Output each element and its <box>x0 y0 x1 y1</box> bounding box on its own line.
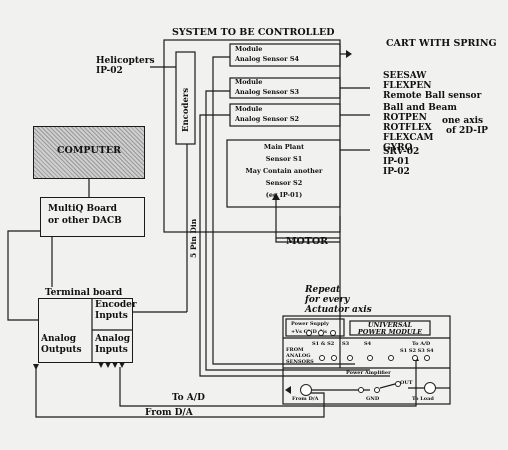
repeat-note-2: for every <box>305 295 350 305</box>
upm-to-load: To Load <box>412 396 434 402</box>
upm-s1s2-jack-2 <box>331 355 337 361</box>
upm-power-amplifier: Power Amplifier <box>346 370 391 376</box>
seesaw-label: SEESAW <box>383 71 427 81</box>
module-s2-sensor: Analog Sensor S2 <box>235 115 300 123</box>
signal-to-ad: To A/D <box>172 393 205 403</box>
upm-ad-jack-1 <box>412 355 418 361</box>
main-plant-line-1: Main Plant <box>263 143 305 151</box>
upm-frame <box>282 315 451 405</box>
upm-power-supply: Power Supply <box>291 321 329 327</box>
upm-to-ad: To A/D <box>412 341 431 347</box>
remote-ball-label: Remote Ball sensor <box>383 91 482 101</box>
module-s3-title: Module <box>235 78 263 86</box>
main-plant-line-2: Sensor S1 <box>265 155 303 163</box>
cart-label: CART WITH SPRING <box>386 38 497 49</box>
upm-gnd: GND <box>366 396 380 402</box>
ip01-label: IP-01 <box>383 157 410 167</box>
flexcam-label: FLEXCAM <box>383 133 434 143</box>
upm-vs-plus-knob <box>306 330 312 336</box>
upm-to-ad-channels: S1 S2 S3 S4 <box>400 348 434 354</box>
repeat-note-3: Actuator axis <box>305 305 372 315</box>
upm-to-load-jack <box>424 382 436 394</box>
flexpen-label: FLEXPEN <box>383 81 432 91</box>
main-plant-line-4: Sensor S2 <box>265 179 303 187</box>
upm-s4-jack <box>367 355 373 361</box>
ip02-label: IP-02 <box>383 167 410 177</box>
main-plant-line-3: May Contain another <box>245 167 323 175</box>
upm-channel-s1s2: S1 & S2 <box>312 341 335 347</box>
upm-vs-minus-knob <box>330 330 336 336</box>
ball-beam-label: Ball and Beam <box>383 103 457 113</box>
upm-from-2: ANALOG <box>286 353 311 359</box>
upm-title-1: UNIVERSAL <box>367 321 413 329</box>
system-title: SYSTEM TO BE CONTROLLED <box>172 27 335 38</box>
encoders-label: Encoders <box>181 87 191 132</box>
module-s4-title: Module <box>235 45 263 53</box>
upm-amp-jack-2 <box>374 387 380 393</box>
gyro-label: GYRO <box>383 143 413 153</box>
analog-outputs-line-2: Outputs <box>41 345 82 355</box>
upm-s4b-jack <box>388 355 394 361</box>
computer-box: COMPUTER <box>33 126 145 179</box>
multiq-line-2: or other DACB <box>48 216 122 226</box>
main-plant-line-5: (eg IP-01) <box>265 191 303 199</box>
upm-title-2: POWER MODULE <box>357 328 423 336</box>
module-s4-sensor: Analog Sensor S4 <box>235 55 300 63</box>
multiq-line-1: MultiQ Board <box>48 204 117 214</box>
module-s3-sensor: Analog Sensor S3 <box>235 88 300 96</box>
rotflex-label: ROTFLEX <box>383 123 432 133</box>
upm-channel-s3: S3 <box>342 341 350 347</box>
upm-from-da-jack <box>300 384 312 396</box>
helicopters-ip02-label: IP-02 <box>96 66 123 76</box>
upm-out-jack <box>395 381 401 387</box>
srv02-label: SRV-02 <box>383 147 420 157</box>
upm-from-3: SENSORS <box>286 359 314 365</box>
upm-s1s2-jack <box>319 355 325 361</box>
terminal-title: Terminal board <box>45 288 123 298</box>
computer-label: COMPUTER <box>57 145 121 156</box>
repeat-note-1: Repeat <box>305 285 341 295</box>
axis-note-1: one axis <box>442 116 484 126</box>
module-s2-title: Module <box>235 105 263 113</box>
upm-out: OUT <box>400 380 413 386</box>
upm-ad-jack-2 <box>424 355 430 361</box>
encoder-inputs-line-1: Encoder <box>95 300 137 310</box>
terminal-box <box>38 298 133 363</box>
upm-channel-s4: S4 <box>364 341 372 347</box>
upm-s3-jack <box>347 355 353 361</box>
axis-note-2: of 2D-IP <box>446 126 488 136</box>
system-frame <box>163 39 341 233</box>
rotpen-label: ROTPEN <box>383 113 427 123</box>
signal-from-da: From D/A <box>145 408 193 418</box>
analog-inputs-line-2: Inputs <box>95 345 128 355</box>
upm-from-da: From D/A <box>292 396 319 402</box>
upm-gnd-knob <box>318 330 324 336</box>
analog-outputs-line-1: Analog <box>41 334 77 344</box>
pin-din-label: 5 Pin Din <box>189 218 198 258</box>
multiq-box <box>40 197 145 237</box>
upm-from-1: FROM <box>286 347 304 353</box>
analog-inputs-line-1: Analog <box>95 334 131 344</box>
motor-label: MOTOR <box>286 236 329 247</box>
upm-amp-jack-1 <box>358 387 364 393</box>
encoder-inputs-line-2: Inputs <box>95 311 128 321</box>
helicopters-label: Helicopters <box>96 56 155 66</box>
